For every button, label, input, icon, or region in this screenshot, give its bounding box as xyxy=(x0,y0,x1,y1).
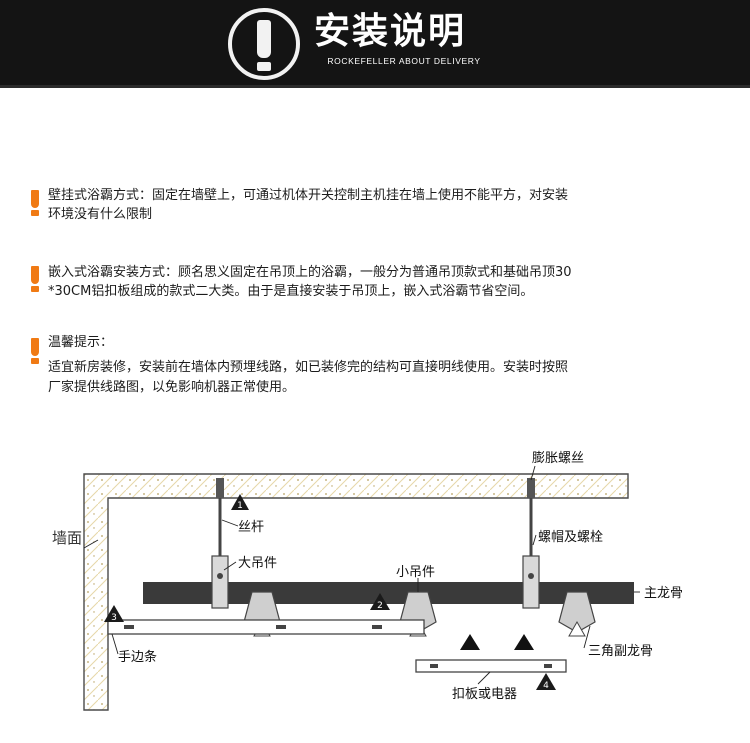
threaded-rod-right xyxy=(527,478,535,560)
leader-lines xyxy=(83,465,640,685)
note-2-line-2: *30CM铝扣板组成的款式二大类。由于是直接安装于吊顶上，嵌入式浴霸节省空间。 xyxy=(48,284,534,299)
ceiling-slab xyxy=(83,473,629,711)
warning-mark-icon xyxy=(30,266,40,292)
big-hanger-left xyxy=(211,555,229,609)
marker-1-number: 1 xyxy=(237,501,243,511)
label-small-hanger: 小吊件 xyxy=(396,565,435,580)
marker-3: 3 xyxy=(104,605,124,623)
label-edge-strip: 手边条 xyxy=(118,649,157,665)
label-wall: 墙面 xyxy=(52,529,82,547)
marker-4-number: 4 xyxy=(543,681,549,691)
big-hanger-right xyxy=(522,555,540,609)
marker-3-number: 3 xyxy=(111,613,117,623)
warning-mark-icon xyxy=(30,190,40,216)
note-3-line-1: 适宜新房装修，安装前在墙体内预埋线路，如已装修完的结构可直接明线使用。安装时按照 xyxy=(48,360,569,375)
marker-4: 4 xyxy=(536,673,556,691)
marker-2-number: 2 xyxy=(377,601,383,611)
label-big-hanger: 大吊件 xyxy=(238,556,277,571)
label-expansion-screw: 膨胀螺丝 xyxy=(532,451,584,466)
edge-strip-panel xyxy=(107,619,425,635)
marker-1: 1 xyxy=(231,494,249,511)
threaded-rod-left xyxy=(216,478,224,560)
label-nut-bolt: 螺帽及螺栓 xyxy=(538,529,603,545)
label-threaded-rod: 丝杆 xyxy=(238,520,264,535)
note-3-heading: 温馨提示： xyxy=(48,335,114,350)
note-1-line-1: 壁挂式浴霸方式：固定在墙壁上，可通过机体开关控制主机挂在墙上使用不能平方，对安装 xyxy=(48,188,569,203)
marker-2: 2 xyxy=(370,593,390,611)
label-panel-appliance: 扣板或电器 xyxy=(452,687,517,702)
label-main-keel: 主龙骨 xyxy=(644,586,683,601)
page-subtitle: ROCKEFELLER ABOUT DELIVERY xyxy=(327,56,481,66)
warning-mark-icon xyxy=(30,338,40,364)
exclamation-circle-icon xyxy=(228,8,300,80)
label-triangle-keel: 三角副龙骨 xyxy=(588,644,653,659)
page-title: 安装说明 xyxy=(314,11,467,52)
ceiling-panel-appliance xyxy=(415,634,567,673)
note-3-line-2: 厂家提供线路图，以免影响机器正常使用。 xyxy=(48,380,296,395)
small-hanger-3 xyxy=(558,591,596,637)
header-banner: 安装说明 ROCKEFELLER ABOUT DELIVERY xyxy=(0,0,750,88)
note-2-line-1: 嵌入式浴霸安装方式：顾名思义固定在吊顶上的浴霸，一般分为普通吊顶款式和基础吊顶3… xyxy=(48,265,572,280)
note-1-line-2: 环境没有什么限制 xyxy=(48,207,153,222)
